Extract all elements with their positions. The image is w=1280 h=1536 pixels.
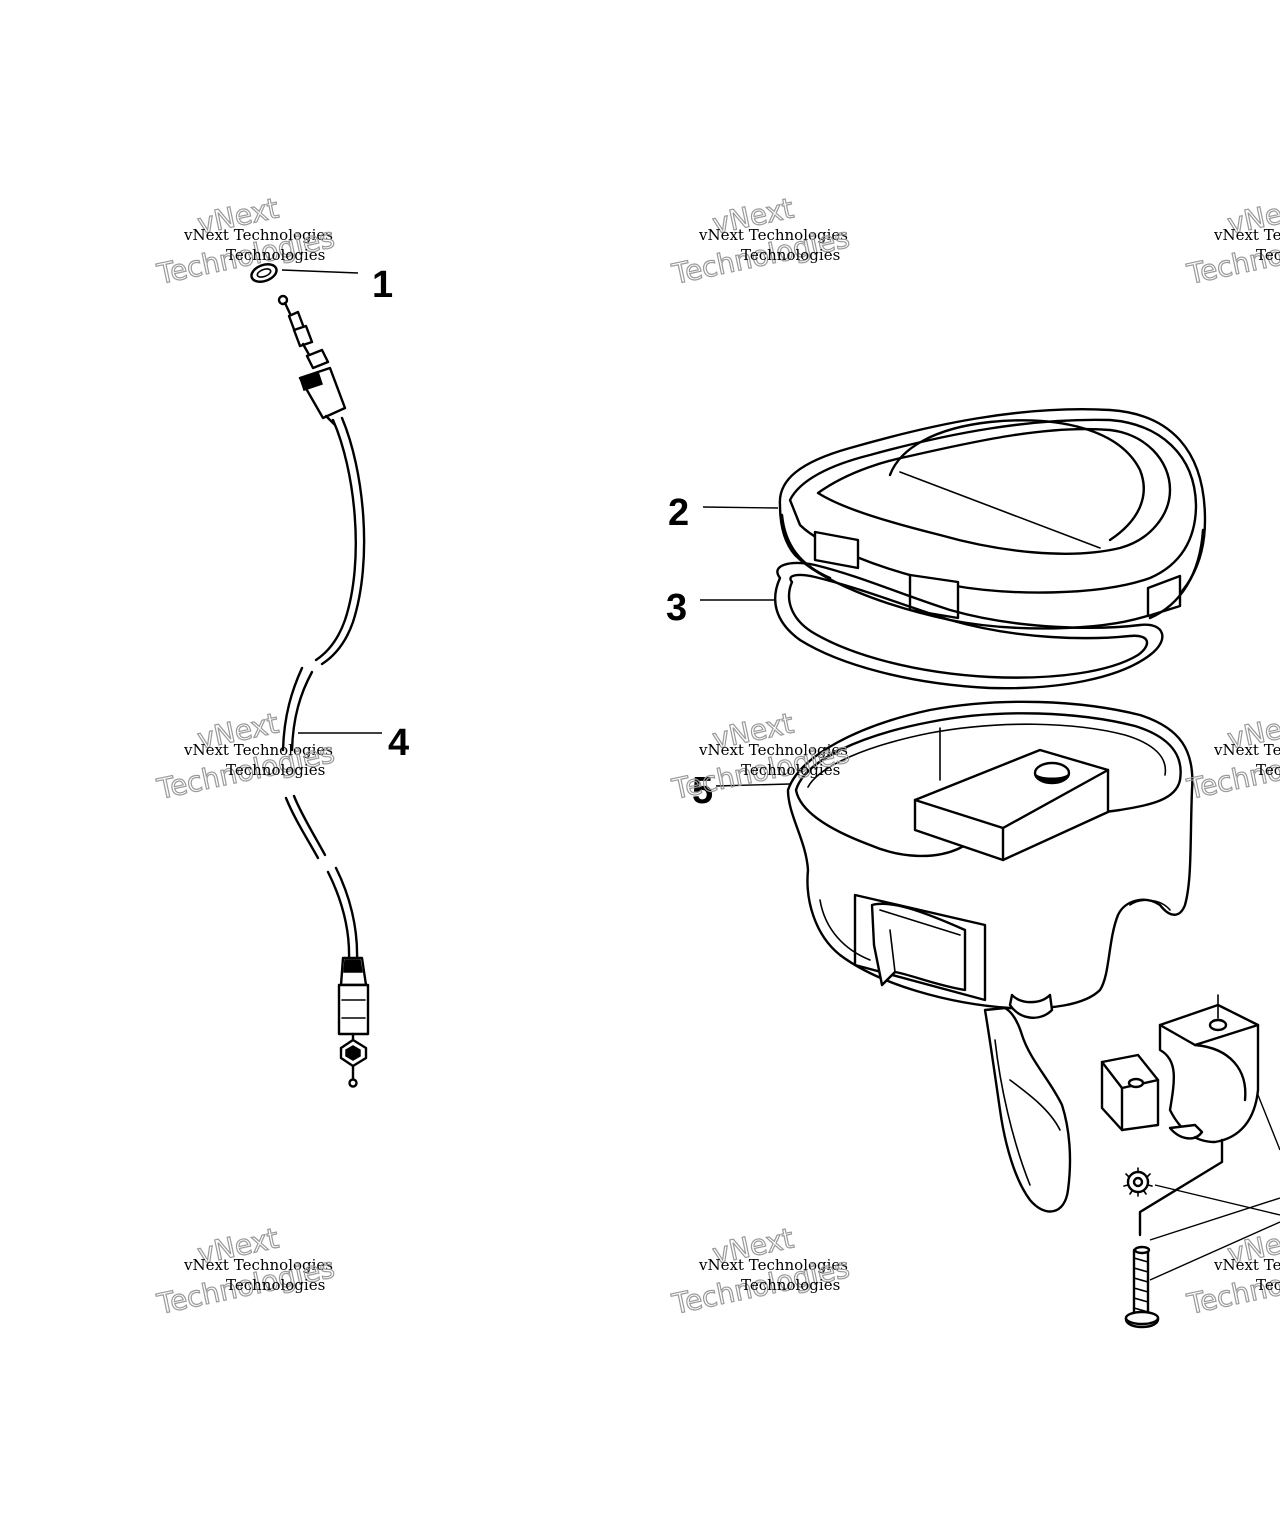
callout-2: 2 bbox=[668, 492, 689, 534]
watermark-small: vNext Technologies bbox=[1213, 1256, 1280, 1274]
watermark-small: vNext Technologies bbox=[698, 226, 848, 244]
watermark-small-second: Technologies bbox=[741, 246, 840, 264]
watermark-small-second: Technologies bbox=[741, 1276, 840, 1294]
watermark-small-second: Technologies bbox=[741, 761, 840, 779]
cable-sheath-lower bbox=[284, 796, 320, 860]
screw-and-washer bbox=[1123, 1094, 1280, 1329]
watermark-small-second: Technologies bbox=[1256, 246, 1280, 264]
cable-sheath-upper bbox=[314, 418, 357, 662]
callout-labels: 1 2 3 4 5 bbox=[372, 264, 713, 812]
star-washer bbox=[1123, 1167, 1153, 1197]
callout-leaders bbox=[281, 269, 791, 787]
watermark-small: vNext Technologies bbox=[1213, 741, 1280, 759]
watermark-small: vNext Technologies bbox=[183, 1256, 333, 1274]
callout-3: 3 bbox=[666, 587, 687, 629]
throttle-cable-assembly bbox=[250, 263, 370, 1088]
callout-1: 1 bbox=[372, 264, 393, 306]
housing-cover bbox=[778, 408, 1207, 630]
callout-5: 5 bbox=[692, 770, 713, 812]
watermark-small-second: Technologies bbox=[1256, 761, 1280, 779]
callout-4: 4 bbox=[388, 722, 409, 764]
o-ring bbox=[250, 263, 278, 283]
watermark-small-second: Technologies bbox=[1256, 1276, 1280, 1294]
watermark-small: vNext Technologies bbox=[698, 1256, 848, 1274]
watermark-small: vNext Technologies bbox=[1213, 226, 1280, 244]
cable-lower-end bbox=[337, 956, 370, 1088]
watermark-small-second: Technologies bbox=[226, 246, 325, 264]
watermark-small: vNext Technologies bbox=[183, 741, 333, 759]
handlebar-clamp bbox=[1100, 994, 1260, 1144]
watermark-small: vNext Technologies bbox=[183, 226, 333, 244]
throttle-housing bbox=[786, 700, 1194, 1213]
housing-gasket bbox=[773, 561, 1164, 690]
watermark-small: vNext Technologies bbox=[698, 741, 848, 759]
watermark-small-second: Technologies bbox=[226, 761, 325, 779]
cable-sheath-middle bbox=[281, 666, 304, 752]
screw bbox=[1124, 1245, 1160, 1329]
cable-upper-end bbox=[277, 294, 347, 426]
watermark-small-second: Technologies bbox=[226, 1276, 325, 1294]
